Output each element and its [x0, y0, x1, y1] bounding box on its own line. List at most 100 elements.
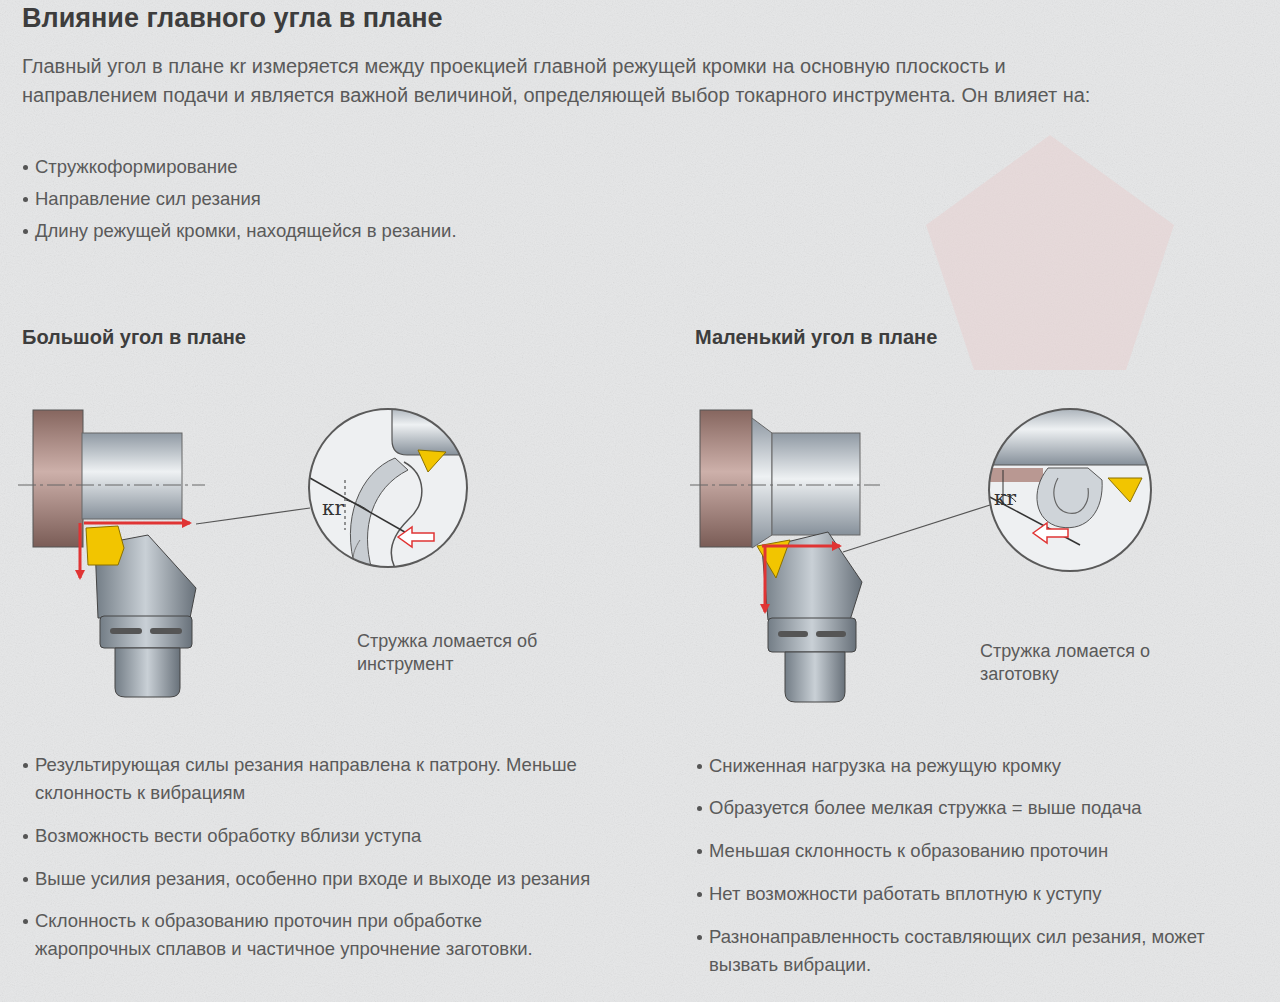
left-turning-scene-part — [86, 526, 124, 565]
property-item: Нет возможности работать вплотную к усту… — [709, 880, 1249, 908]
left-magnifier-detail-part — [346, 500, 370, 512]
right-turning-scene-part — [778, 631, 808, 637]
property-item: Склонность к образованию проточин при об… — [35, 907, 575, 963]
right-magnifier-detail-part — [985, 468, 1043, 482]
property-item: Разнонаправленность составляющих сил рез… — [709, 923, 1254, 979]
magnifier-circle: κr — [988, 408, 1152, 572]
bullet-dot — [23, 229, 28, 234]
left-magnifier-detail-part — [350, 458, 408, 570]
circle-outline — [308, 408, 468, 568]
right-turning-scene-part — [690, 485, 880, 486]
left-turning-scene-part — [196, 508, 310, 524]
circle-outline — [309, 409, 467, 567]
right-magnifier-detail-part — [1037, 468, 1102, 528]
property-item-wrap: Разнонаправленность составляющих сил рез… — [709, 923, 1254, 979]
left-turning-scene — [18, 410, 310, 697]
property-item-wrap: Меньшая склонность к образованию проточи… — [709, 837, 1249, 865]
magnifier-circle: κr — [308, 408, 468, 568]
left-magnifier-detail-part — [418, 450, 446, 472]
bullet-dot — [697, 764, 702, 769]
bullet-dot — [23, 919, 28, 924]
property-item-wrap: Склонность к образованию проточин при об… — [35, 907, 575, 963]
property-item: Результирующая силы резания направлена к… — [35, 751, 665, 807]
right-turning-scene-part — [762, 545, 840, 548]
left-magnifier-detail-part — [345, 480, 346, 530]
watermark-pentagon — [926, 135, 1174, 370]
right-turning-scene-part — [772, 433, 860, 535]
right-magnifier-detail-part — [1054, 478, 1088, 513]
bullet-dot — [23, 877, 28, 882]
page-title: Влияние главного угла в плане — [22, 3, 443, 34]
intro-text: Главный угол в плане κr измеряется между… — [22, 52, 1097, 110]
left-turning-scene-part — [115, 648, 180, 697]
right-turning-scene-part — [764, 546, 767, 612]
property-item-wrap: Выше усилия резания, особенно при входе … — [35, 865, 675, 893]
left-turning-scene-part — [110, 628, 142, 634]
bullet-item: Длину режущей кромки, находящейся в реза… — [35, 218, 635, 244]
left-magnifier-detail-part — [308, 408, 468, 568]
left-turning-scene-part — [33, 410, 83, 547]
bullet-dot — [23, 197, 28, 202]
right-turning-scene-part — [785, 652, 845, 702]
left-magnifier-detail — [308, 400, 480, 572]
property-item: Сниженная нагрузка на режущую кромку — [709, 752, 1249, 780]
bullet-dot — [23, 763, 28, 768]
chip-caption-wrap: Стружка ломается об инструмент — [357, 630, 572, 676]
bullet-item: Направление сил резания — [35, 186, 635, 212]
left-magnifier-detail-part — [353, 540, 360, 572]
left-turning-scene-part — [79, 523, 82, 578]
property-item: Образуется более мелкая стружка = выше п… — [709, 794, 1249, 822]
left-turning-scene-part — [150, 628, 182, 634]
left-turning-scene-part — [82, 433, 182, 519]
bullet-item-wrap: Длину режущей кромки, находящейся в реза… — [35, 218, 635, 244]
right-turning-scene — [690, 410, 990, 702]
left-magnifier-detail-part — [391, 462, 422, 570]
chip-caption: Стружка ломается об инструмент — [357, 630, 572, 676]
left-turning-scene-part — [18, 485, 205, 486]
section-heading: Маленький угол в плане — [695, 324, 1095, 350]
left-turning-scene-part — [100, 616, 192, 648]
bullet-dot — [697, 806, 702, 811]
right-magnifier-detail-part — [985, 464, 1160, 465]
bullet-dot — [697, 892, 702, 897]
property-item: Меньшая склонность к образованию проточи… — [709, 837, 1249, 865]
bullet-dot — [697, 849, 702, 854]
right-turning-scene-part — [816, 631, 846, 637]
circle-outline — [989, 409, 1151, 571]
chip-caption-wrap: Стружка ломается о заготовку — [980, 640, 1185, 686]
property-item-wrap: Возможность вести обработку вблизи уступ… — [35, 822, 665, 850]
angle-symbol: κr — [322, 496, 344, 520]
bullet-dot — [23, 834, 28, 839]
right-turning-scene-part — [752, 418, 772, 548]
left-magnifier-detail-part — [392, 400, 480, 455]
bullet-item-wrap: Направление сил резания — [35, 186, 635, 212]
right-magnifier-detail — [985, 400, 1160, 572]
property-item: Возможность вести обработку вблизи уступ… — [35, 822, 665, 850]
section-heading-wrap: Большой угол в плане — [22, 324, 422, 350]
angle-symbol: κr — [994, 486, 1016, 510]
property-item-wrap: Результирующая силы резания направлена к… — [35, 751, 665, 807]
property-item-wrap: Сниженная нагрузка на режущую кромку — [709, 752, 1249, 780]
right-turning-scene-part — [843, 505, 990, 552]
bullet-item-wrap: Стружкоформирование — [35, 154, 635, 180]
bullet-dot — [697, 935, 702, 940]
bullet-item: Стружкоформирование — [35, 154, 635, 180]
section-heading: Большой угол в плане — [22, 324, 422, 350]
section-heading-wrap: Маленький угол в плане — [695, 324, 1095, 350]
property-item: Выше усилия резания, особенно при входе … — [35, 865, 675, 893]
bullet-dot — [23, 165, 28, 170]
left-turning-scene-part — [84, 522, 190, 525]
left-magnifier-detail-part — [310, 478, 410, 535]
property-item-wrap: Образуется более мелкая стружка = выше п… — [709, 794, 1249, 822]
property-item-wrap: Нет возможности работать вплотную к усту… — [709, 880, 1249, 908]
right-magnifier-detail-part — [1108, 478, 1142, 502]
chip-caption: Стружка ломается о заготовку — [980, 640, 1185, 686]
right-magnifier-detail-part — [1033, 523, 1068, 543]
left-magnifier-detail-part — [398, 527, 434, 547]
right-turning-scene-part — [768, 618, 856, 652]
intro-text-wrap: Главный угол в плане κr измеряется между… — [22, 52, 1097, 110]
right-turning-scene-part — [700, 410, 752, 547]
